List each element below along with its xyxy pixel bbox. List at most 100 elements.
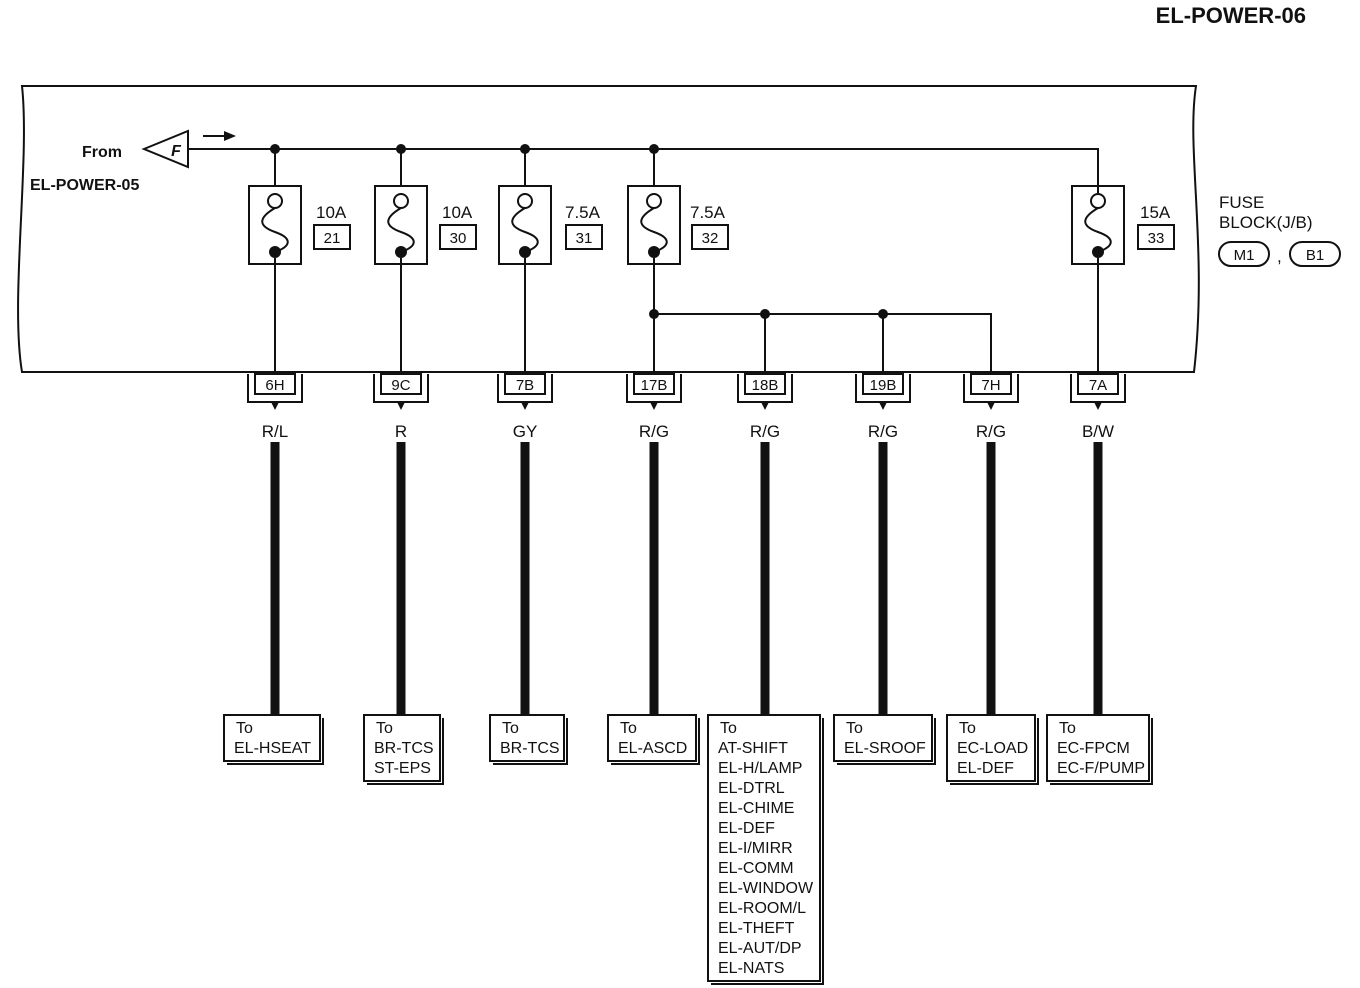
destination-prefix: To — [620, 720, 637, 737]
from-connector: From EL-POWER-05 F — [30, 129, 236, 194]
wire-color: R/L — [262, 422, 288, 441]
destination-prefix: To — [959, 720, 976, 737]
fuse-21-amp: 10A — [316, 203, 347, 222]
connector-label: 17B — [641, 377, 668, 394]
destination-item: EL-DEF — [718, 820, 775, 837]
destination-item: EL-DEF — [957, 760, 1014, 777]
destination-item: AT-SHIFT — [718, 740, 788, 757]
destination-prefix: To — [502, 720, 519, 737]
internal-wiring — [274, 258, 1099, 372]
connector-box — [970, 373, 1012, 395]
destination-box — [223, 714, 321, 762]
destination-item: EC-FPCM — [1057, 740, 1130, 757]
destination-box — [833, 714, 933, 762]
destination-item: EL-H/LAMP — [718, 760, 802, 777]
fuse-block-separator: , — [1277, 247, 1282, 266]
fuse-31-number: 31 — [576, 230, 593, 247]
connector-box — [1077, 373, 1119, 395]
fuse-30: 10A 30 — [374, 144, 477, 265]
destination-item: EL-ROOM/L — [718, 900, 806, 917]
destination-item: EL-THEFT — [718, 920, 795, 937]
destination-item: EL-SROOF — [844, 740, 926, 757]
destination-item: BR-TCS — [374, 740, 434, 757]
wire-color: GY — [513, 422, 538, 441]
fuse-33-amp: 15A — [1140, 203, 1171, 222]
connector-box — [254, 373, 296, 395]
destination-box — [946, 714, 1036, 782]
destination-item: EL-COMM — [718, 860, 794, 877]
fuse-32-amp: 7.5A — [690, 203, 726, 222]
destination-prefix: To — [236, 720, 253, 737]
wire-color: R — [395, 422, 407, 441]
destination-box — [489, 714, 565, 762]
connector-label: 18B — [752, 377, 779, 394]
connector-label: 7H — [981, 377, 1000, 394]
fuse-33: 15A 33 — [1071, 185, 1175, 265]
wire-color: R/G — [750, 422, 780, 441]
destination-prefix: To — [720, 720, 737, 737]
connector-label: 7A — [1089, 377, 1107, 394]
connector-label: 7B — [516, 377, 534, 394]
from-connector-code: F — [171, 143, 182, 160]
destination-item: EL-NATS — [718, 960, 784, 977]
connector-label: 6H — [265, 377, 284, 394]
destination-item: EC-LOAD — [957, 740, 1028, 757]
wire-color: R/G — [976, 422, 1006, 441]
fuse-block-connector-b1: B1 — [1306, 247, 1324, 264]
destination-item: EL-ASCD — [618, 740, 687, 757]
connector-flag-icon — [141, 129, 189, 169]
fuse-21-number: 21 — [324, 230, 341, 247]
destination-box — [363, 714, 441, 782]
from-label: From — [82, 144, 122, 161]
fuse-33-number: 33 — [1148, 230, 1165, 247]
fuse-block-outline — [17, 85, 1200, 373]
destination-box — [707, 714, 821, 982]
fuse-31-amp: 7.5A — [565, 203, 601, 222]
destination-item: EL-DTRL — [718, 780, 785, 797]
fuse-21: 10A 21 — [248, 144, 351, 265]
connector-label: 19B — [870, 377, 897, 394]
destination-item: EL-I/MIRR — [718, 840, 793, 857]
destination-box — [607, 714, 697, 762]
wire-color: B/W — [1082, 422, 1114, 441]
wire-color: R/G — [868, 422, 898, 441]
wire-color: R/G — [639, 422, 669, 441]
connector-label: 9C — [391, 377, 410, 394]
power-bus — [188, 148, 1099, 193]
destination-item: BR-TCS — [500, 740, 560, 757]
destination-prefix: To — [376, 720, 393, 737]
connector-box — [633, 373, 675, 395]
connector-box — [744, 373, 786, 395]
connector-box — [862, 373, 904, 395]
connector-box — [504, 373, 546, 395]
destination-item: EL-WINDOW — [718, 880, 814, 897]
fuse-block-connector-m1: M1 — [1234, 247, 1255, 264]
from-source: EL-POWER-05 — [30, 177, 139, 194]
fuse-32: 7.5A 32 — [627, 144, 729, 265]
fuse-30-number: 30 — [450, 230, 467, 247]
fuse-31: 7.5A 31 — [498, 144, 603, 265]
destination-prefix: To — [846, 720, 863, 737]
fuse-32-number: 32 — [702, 230, 719, 247]
fuse-30-amp: 10A — [442, 203, 473, 222]
connector-box — [380, 373, 422, 395]
page-code: EL-POWER-06 — [1156, 3, 1306, 28]
destination-item: EL-HSEAT — [234, 740, 311, 757]
destination-box — [1046, 714, 1150, 782]
destination-item: ST-EPS — [374, 760, 431, 777]
destination-item: EL-AUT/DP — [718, 940, 802, 957]
fuse-block-line1: FUSE — [1219, 193, 1264, 212]
destination-item: EL-CHIME — [718, 800, 794, 817]
fuse-block-line2: BLOCK(J/B) — [1219, 213, 1313, 232]
fuse-block-label: FUSE BLOCK(J/B) M1 , B1 — [1218, 193, 1341, 267]
